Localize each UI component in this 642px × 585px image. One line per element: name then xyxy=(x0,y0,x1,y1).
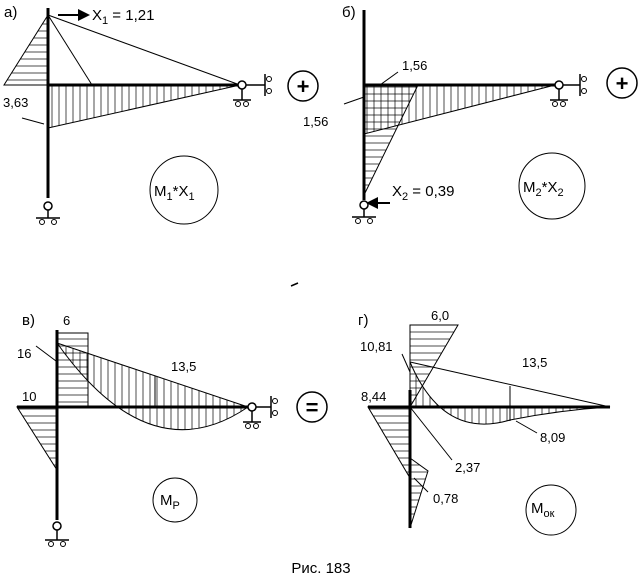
panel-b-circle-label: M2*X2 xyxy=(523,179,564,199)
panel-g-circle-label: Mок xyxy=(531,500,555,520)
panel-g-leader-1081 xyxy=(401,353,411,373)
panel-v-letter: в) xyxy=(22,312,35,329)
panel-g-moment-mid xyxy=(367,406,411,480)
panel-a-circle-label: M1*X1 xyxy=(154,183,195,203)
panel-g: г) 6,0 10,81 8,44 13,5 8,09 2,37 0,78 Mо… xyxy=(358,308,611,536)
panel-b-value-left: 1,56 xyxy=(303,114,328,129)
panel-a-helper-line xyxy=(47,14,241,86)
panel-a-moment-triangle-top xyxy=(3,13,49,86)
panel-g-leader-237 xyxy=(409,406,453,461)
figure-caption: Рис. 183 xyxy=(291,560,350,577)
panel-b-letter: б) xyxy=(342,4,356,21)
panel-a-helper-line-2 xyxy=(47,14,93,86)
plus-circle-a xyxy=(287,70,319,102)
panel-v-value-16: 16 xyxy=(17,346,31,361)
panel-g-leader-078 xyxy=(413,477,429,493)
equals-circle xyxy=(296,391,328,423)
panel-g-value-078: 0,78 xyxy=(433,491,458,506)
panel-b-support-right xyxy=(550,74,587,107)
panel-b-support-bottom xyxy=(352,200,376,224)
panel-v-moment-column xyxy=(16,406,58,472)
panel-a-leader xyxy=(21,117,45,125)
plus-circle-b xyxy=(606,67,638,99)
panel-g-leader-809 xyxy=(515,420,538,434)
panel-v-circle-label: MP xyxy=(160,492,180,512)
panel-b-leader-left xyxy=(343,96,365,105)
panel-v-chord xyxy=(56,342,249,408)
panel-g-value-1081: 10,81 xyxy=(360,339,393,354)
panel-g-label-circle xyxy=(525,484,577,536)
panel-a-label-circle xyxy=(149,155,219,225)
panel-a-value-left: 3,63 xyxy=(3,95,28,110)
panel-b-force-label: X2 = 0,39 xyxy=(392,183,454,203)
panel-v: в) 6 16 10 13,5 xyxy=(16,312,328,547)
panel-b-value-top: 1,56 xyxy=(402,58,427,73)
panel-g-value-mid: 13,5 xyxy=(522,355,547,370)
panel-v-support-bottom xyxy=(45,521,69,547)
panel-b-moment-column xyxy=(363,84,419,196)
panel-v-value-mid: 13,5 xyxy=(171,359,196,374)
panel-g-letter: г) xyxy=(358,312,368,329)
panel-g-value-809: 8,09 xyxy=(540,430,565,445)
panel-a-moment-triangle-beam xyxy=(47,84,241,129)
panel-b-leader-top xyxy=(379,71,399,86)
stray-mark xyxy=(290,282,299,287)
panel-a-letter: а) xyxy=(4,4,17,21)
panel-a-support-bottom xyxy=(36,201,60,225)
panel-g-value-844: 8,44 xyxy=(361,389,386,404)
panel-v-leader-16 xyxy=(35,345,57,362)
equals-sign: = xyxy=(306,395,319,420)
panel-v-value-10: 10 xyxy=(22,389,36,404)
panel-v-support-right xyxy=(243,396,278,429)
plus-sign-b: + xyxy=(616,71,629,96)
panel-v-value-top: 6 xyxy=(63,313,70,328)
plus-sign-a: + xyxy=(297,74,310,99)
panel-b-label-circle xyxy=(518,152,586,220)
panel-b-arrow-head xyxy=(366,197,378,209)
panel-a-arrow-head xyxy=(78,9,90,21)
panel-v-label-circle xyxy=(152,477,198,523)
panel-a: а) X1 = 1,21 3,63 xyxy=(3,4,319,225)
panel-g-chord xyxy=(409,361,611,408)
panel-b: б) 1,56 1,56 X2 = 0,39 xyxy=(303,4,638,224)
panel-g-value-237: 2,37 xyxy=(455,460,480,475)
panel-g-value-top: 6,0 xyxy=(431,308,449,323)
panel-g-moment-bottom xyxy=(409,457,429,529)
panel-a-force-label: X1 = 1,21 xyxy=(92,7,154,27)
panel-a-support-right xyxy=(233,74,272,107)
